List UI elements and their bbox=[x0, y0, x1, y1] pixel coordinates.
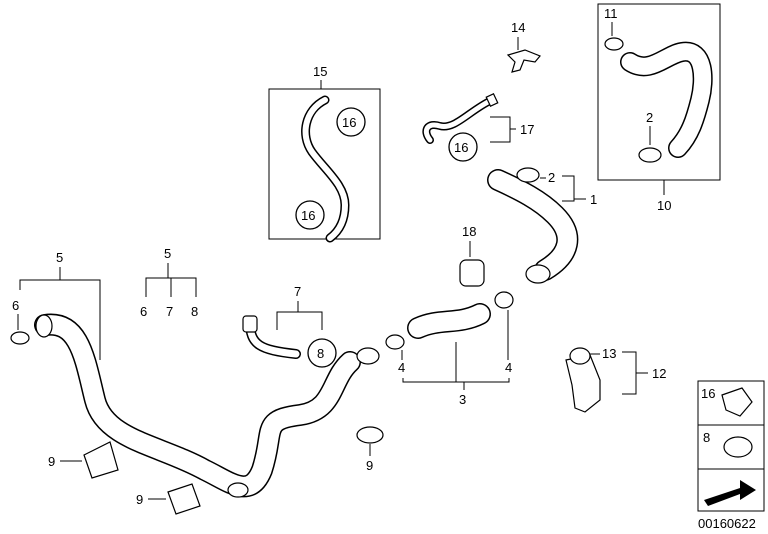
callout-8-hose7: 8 bbox=[307, 338, 337, 368]
diagram-code: 00160622 bbox=[698, 516, 756, 531]
label-4-left: 4 bbox=[398, 360, 405, 375]
legend-clip-icon bbox=[721, 387, 753, 417]
part-1-group: 2 1 bbox=[487, 167, 597, 284]
label-2-box: 2 bbox=[646, 110, 653, 125]
label-8-a: 8 bbox=[317, 346, 324, 361]
label-4-right: 4 bbox=[505, 360, 512, 375]
part-5-group: 5 6 bbox=[10, 250, 380, 498]
clamp-hose-5-right[interactable] bbox=[356, 347, 380, 365]
hose-5-end bbox=[35, 314, 53, 338]
label-9-center: 9 bbox=[366, 458, 373, 473]
label-16-b: 16 bbox=[301, 208, 315, 223]
clamp-9-bottom[interactable] bbox=[167, 483, 201, 515]
label-7-breakdown: 7 bbox=[166, 304, 173, 319]
part-14-group: 14 bbox=[506, 20, 541, 73]
part-10-frame bbox=[597, 3, 721, 181]
hose-10[interactable] bbox=[620, 41, 713, 158]
clamp-4-right[interactable] bbox=[494, 291, 514, 309]
callout-16-lower: 16 bbox=[295, 200, 325, 230]
clamp-2-upper[interactable] bbox=[516, 167, 540, 183]
label-18: 18 bbox=[462, 224, 476, 239]
bracket-14[interactable] bbox=[506, 49, 541, 73]
clamp-4-left[interactable] bbox=[385, 334, 405, 350]
legend-box: 16 8 bbox=[697, 380, 765, 512]
label-17: 17 bbox=[520, 122, 534, 137]
callout-16-upper: 16 bbox=[336, 107, 366, 137]
label-6-breakdown: 6 bbox=[140, 304, 147, 319]
clamp-6[interactable] bbox=[10, 331, 30, 345]
clamp-13[interactable] bbox=[569, 347, 591, 365]
label-15: 15 bbox=[313, 64, 327, 79]
label-5-main: 5 bbox=[56, 250, 63, 265]
label-8-breakdown: 8 bbox=[191, 304, 198, 319]
clamp-9-center[interactable] bbox=[356, 426, 384, 444]
part-12-group: 13 12 bbox=[565, 346, 666, 413]
label-14: 14 bbox=[511, 20, 525, 35]
part-3-group: 4 4 3 bbox=[385, 291, 514, 407]
clamp-11[interactable] bbox=[604, 37, 624, 51]
arrow-icon bbox=[704, 480, 756, 506]
part-7-group: 7 8 bbox=[242, 284, 337, 368]
clamp-hose-5-bottom[interactable] bbox=[227, 482, 249, 498]
label-11: 11 bbox=[604, 6, 618, 21]
callout-16-mid: 16 bbox=[448, 132, 478, 162]
label-3: 3 bbox=[459, 392, 466, 407]
hose-5[interactable] bbox=[34, 313, 361, 498]
label-16-c: 16 bbox=[454, 140, 468, 155]
hose-17[interactable] bbox=[422, 92, 499, 144]
bracket-12[interactable] bbox=[565, 354, 601, 413]
label-7-main: 7 bbox=[294, 284, 301, 299]
part-10-group: 10 11 2 bbox=[597, 3, 721, 213]
label-13: 13 bbox=[602, 346, 616, 361]
part-18-group: 18 bbox=[459, 224, 485, 287]
hose-7[interactable] bbox=[242, 315, 301, 359]
part-5-breakdown: 5 6 7 8 bbox=[140, 246, 198, 319]
label-9-left: 9 bbox=[48, 454, 55, 469]
hose-3[interactable] bbox=[407, 303, 491, 339]
label-1: 1 bbox=[590, 192, 597, 207]
legend-clamp-icon bbox=[723, 436, 753, 458]
hose-15[interactable] bbox=[301, 95, 350, 243]
part-9-group: 9 9 9 bbox=[48, 426, 384, 515]
part-15-group: 15 16 16 bbox=[268, 64, 381, 243]
label-9-bottom: 9 bbox=[136, 492, 143, 507]
label-16-a: 16 bbox=[342, 115, 356, 130]
hose-1[interactable] bbox=[487, 169, 579, 284]
legend-label-8: 8 bbox=[703, 430, 710, 445]
clamp-9-left[interactable] bbox=[83, 441, 119, 479]
label-10: 10 bbox=[657, 198, 671, 213]
label-2-upper: 2 bbox=[548, 170, 555, 185]
part-17-group: 17 16 bbox=[422, 92, 534, 162]
legend-frame bbox=[697, 380, 765, 512]
label-6: 6 bbox=[12, 298, 19, 313]
connector-18[interactable] bbox=[459, 259, 485, 287]
clamp-2-box[interactable] bbox=[638, 147, 662, 163]
legend-label-16: 16 bbox=[701, 386, 715, 401]
label-5-breakdown: 5 bbox=[164, 246, 171, 261]
part-15-frame bbox=[268, 88, 381, 240]
label-12: 12 bbox=[652, 366, 666, 381]
